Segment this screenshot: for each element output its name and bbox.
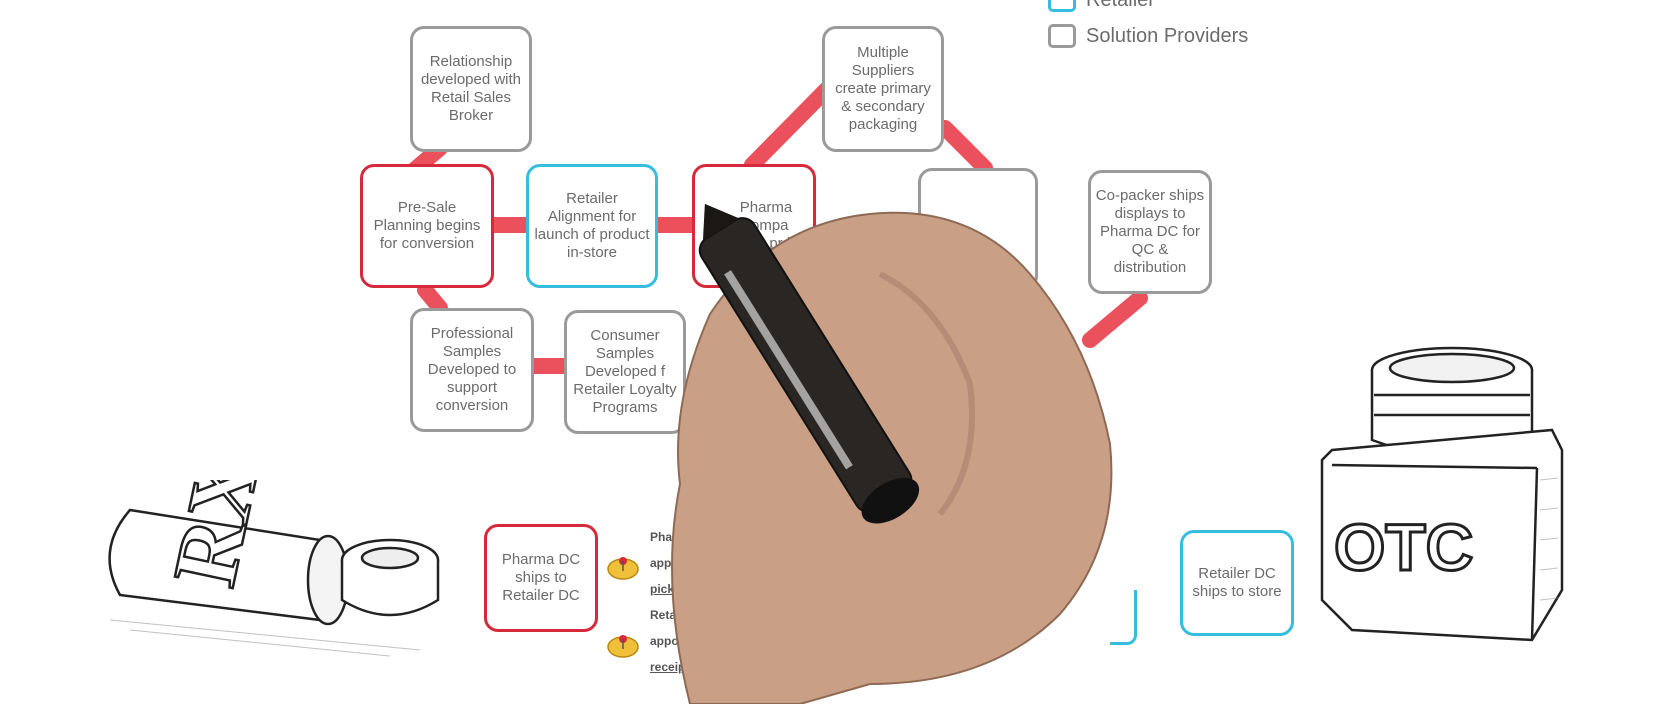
map-pin-icon [607, 634, 639, 658]
connector-pharma-suppliers [744, 80, 836, 173]
legend-label-retailer: Retailer [1086, 0, 1155, 12]
legend-swatch-retailer [1048, 0, 1076, 12]
box-relationship: Relationship developed with Retail Sales… [410, 26, 532, 152]
connector-suppliers-hidden [937, 120, 993, 176]
box-copacker: Co-packer ships displays to Pharma DC fo… [1088, 170, 1212, 294]
otc-jar-illustration: OTC [1320, 346, 1564, 642]
box-multiple-suppliers: Multiple Suppliers create primary & seco… [822, 26, 944, 152]
legend-item-retailer: Retailer [1048, 0, 1155, 12]
box-fragment-retailer [1110, 590, 1137, 645]
rx-bottle-illustration: RX [108, 480, 440, 657]
otc-label: OTC [1334, 510, 1473, 584]
map-pin-icon [607, 556, 639, 580]
box-professional-samples: Professional Samples Developed to suppor… [410, 308, 534, 432]
box-consumer-samples: Consumer Samples Developed f Retailer Lo… [564, 310, 686, 434]
legend-item-solution-providers: Solution Providers [1048, 24, 1248, 48]
legend-swatch-solution-providers [1048, 24, 1076, 48]
legend-label-solution-providers: Solution Providers [1086, 24, 1249, 47]
note-retailer-link[interactable]: receipt [650, 660, 690, 674]
hand-marker-illustration [671, 203, 1113, 704]
box-presale: Pre-Sale Planning begins for conversion [360, 164, 494, 288]
hand-shadow [878, 271, 975, 516]
box-retailer-dc: Retailer DC ships to store [1180, 530, 1294, 636]
connector-lines [404, 80, 1148, 374]
connector-presale-professional [417, 282, 448, 316]
box-retailer-alignment: Retailer Alignment for launch of product… [526, 164, 658, 288]
box-pharma-dc: Pharma DC ships to Retailer DC [484, 524, 598, 632]
connector-copacker-down [1082, 290, 1148, 348]
marker-body [698, 203, 920, 524]
